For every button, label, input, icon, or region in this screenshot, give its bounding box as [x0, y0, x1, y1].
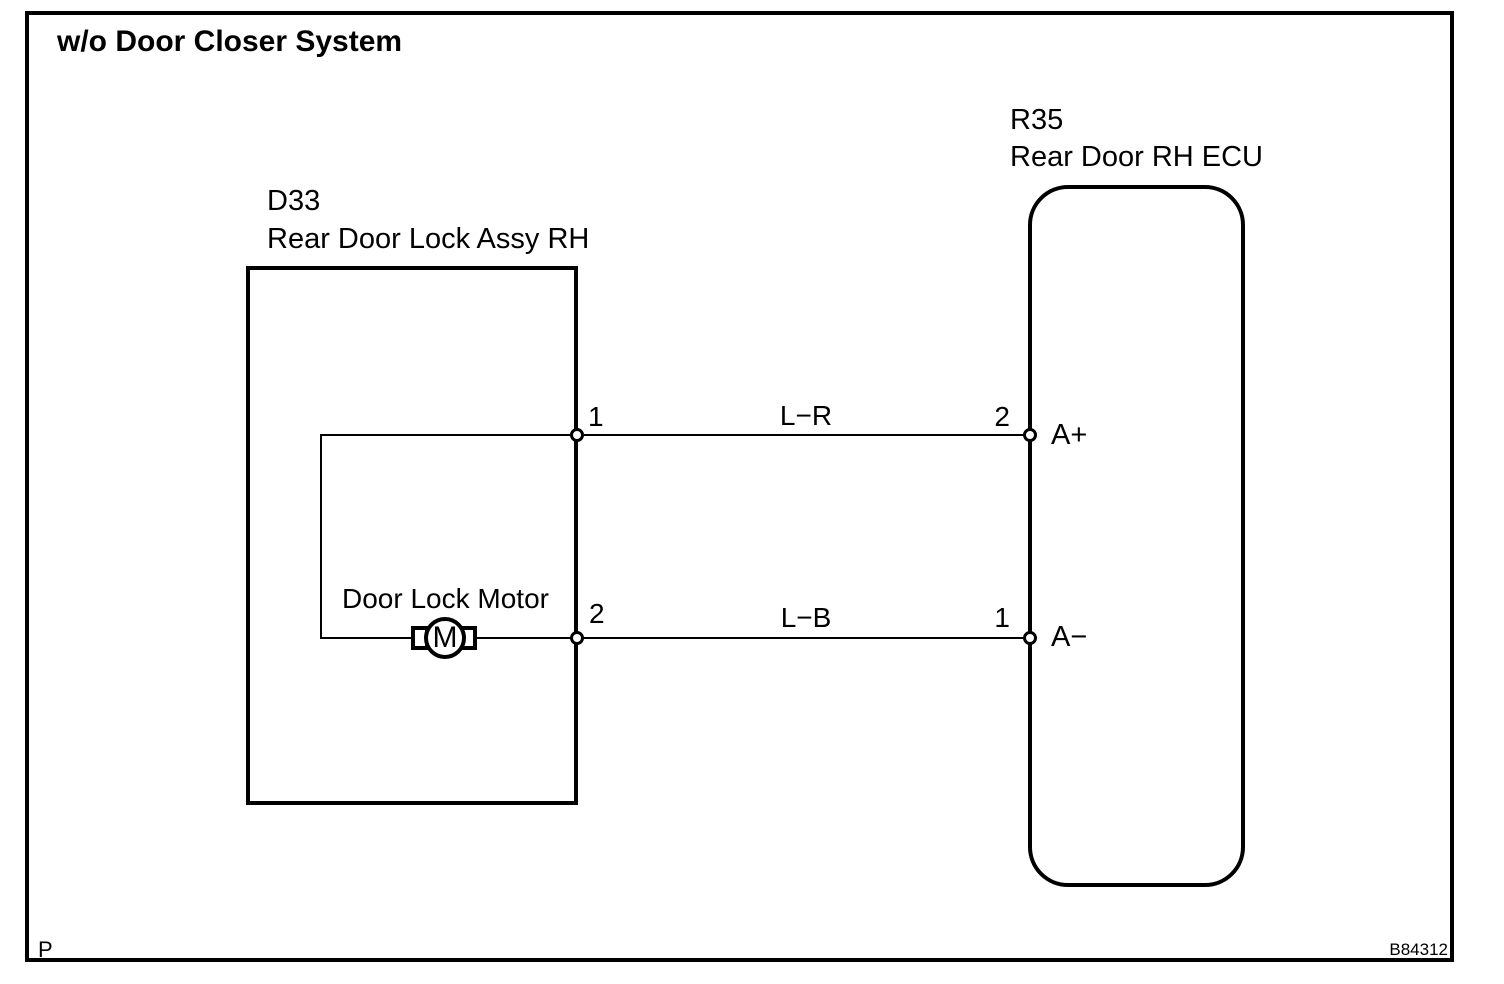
lock-assy-box [246, 266, 578, 805]
ecu-name: Rear Door RH ECU [1010, 141, 1263, 173]
motor-symbol-letter: M [432, 621, 458, 654]
ecu-pin-2-number: 2 [994, 401, 1010, 432]
motor-symbol: M [424, 617, 466, 659]
wire-lr-color-code: L−R [779, 400, 833, 431]
ecu-pin-1 [1023, 631, 1037, 645]
ecu-label: R35 Rear Door RH ECU [1010, 102, 1263, 176]
lock-assy-pin-2-number: 2 [589, 598, 605, 629]
diagram-border-frame [25, 11, 1454, 962]
ecu-pin-1-number: 1 [994, 602, 1010, 633]
diagram-title: w/o Door Closer System [57, 25, 403, 58]
lock-assy-name: Rear Door Lock Assy RH [267, 223, 590, 255]
motor-loop-line [320, 434, 322, 639]
footer-figure-code: B84312 [1389, 940, 1448, 959]
motor-label: Door Lock Motor [342, 583, 549, 614]
ecu-signal-a-minus: A− [1051, 621, 1088, 653]
lock-assy-pin-2 [570, 631, 584, 645]
footer-page-marker: P [38, 937, 53, 962]
wire-lr-line [321, 434, 1031, 436]
ecu-signal-a-plus: A+ [1051, 419, 1088, 451]
lock-assy-label: D33 Rear Door Lock Assy RH [267, 182, 589, 258]
lock-assy-pin-1 [570, 428, 584, 442]
lock-assy-pin-1-number: 1 [588, 401, 604, 432]
lock-assy-code: D33 [267, 185, 321, 217]
ecu-code: R35 [1010, 104, 1064, 136]
ecu-box [1028, 185, 1245, 887]
ecu-pin-2 [1023, 428, 1037, 442]
wire-lb-color-code: L−B [780, 602, 832, 633]
wire-lb-line [321, 637, 1031, 639]
